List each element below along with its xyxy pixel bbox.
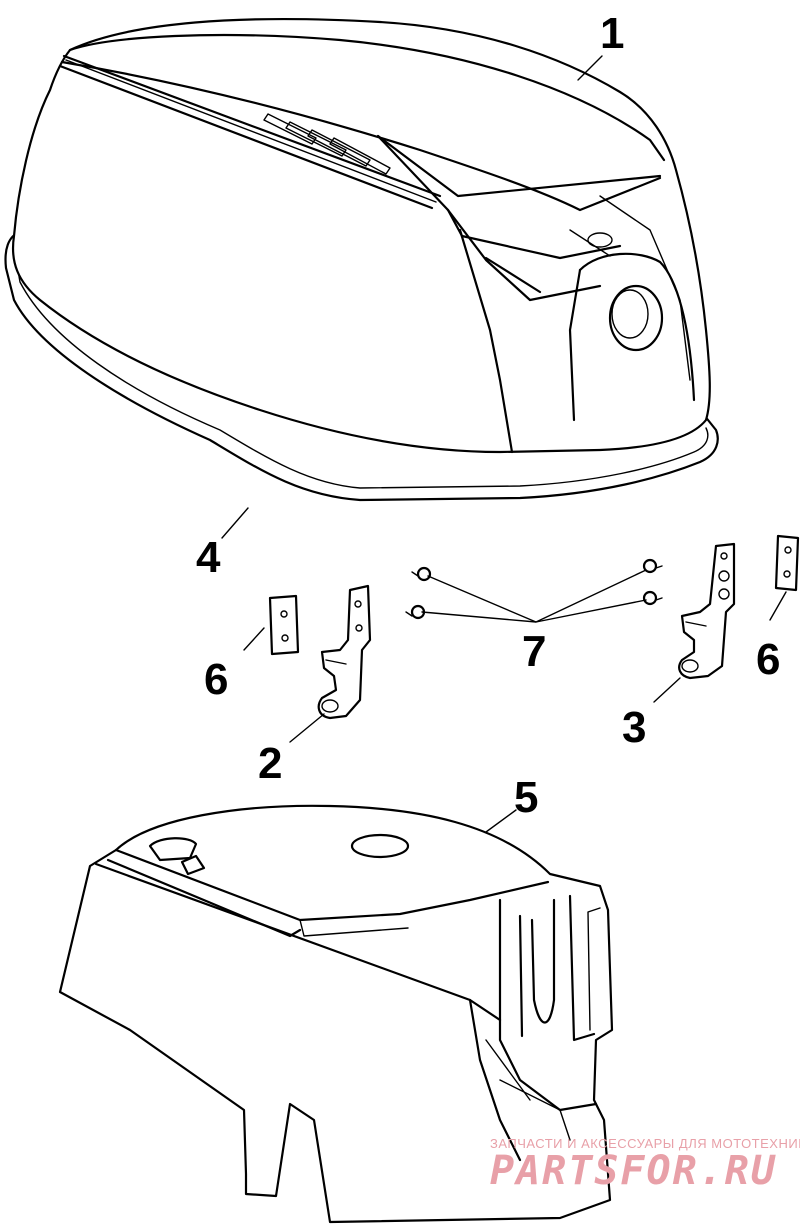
top-cowl-part	[4, 17, 719, 502]
callout-5: 5	[514, 773, 538, 822]
plate-left-part	[268, 594, 300, 656]
watermark: ЗАПЧАСТИ И АКСЕССУАРЫ ДЛЯ МОТОТЕХНИКИ PA…	[490, 1136, 800, 1194]
callout-6-left: 6	[204, 655, 228, 704]
screws-part	[405, 558, 663, 620]
callout-7: 7	[522, 627, 546, 676]
callout-6-right: 6	[756, 635, 780, 684]
latch-left-part	[317, 584, 372, 720]
callout-4: 4	[196, 533, 221, 582]
callout-2: 2	[258, 739, 282, 788]
callout-1: 1	[600, 9, 624, 58]
latch-right-part	[678, 542, 736, 680]
plate-right-part	[774, 534, 800, 592]
bottom-cowl-part	[58, 804, 614, 1224]
watermark-brand: PARTSFOR.RU	[490, 1148, 777, 1194]
leader-lines	[221, 55, 787, 833]
watermark-tagline: ЗАПЧАСТИ И АКСЕССУАРЫ ДЛЯ МОТОТЕХНИКИ	[490, 1136, 800, 1151]
callout-3: 3	[622, 703, 646, 752]
